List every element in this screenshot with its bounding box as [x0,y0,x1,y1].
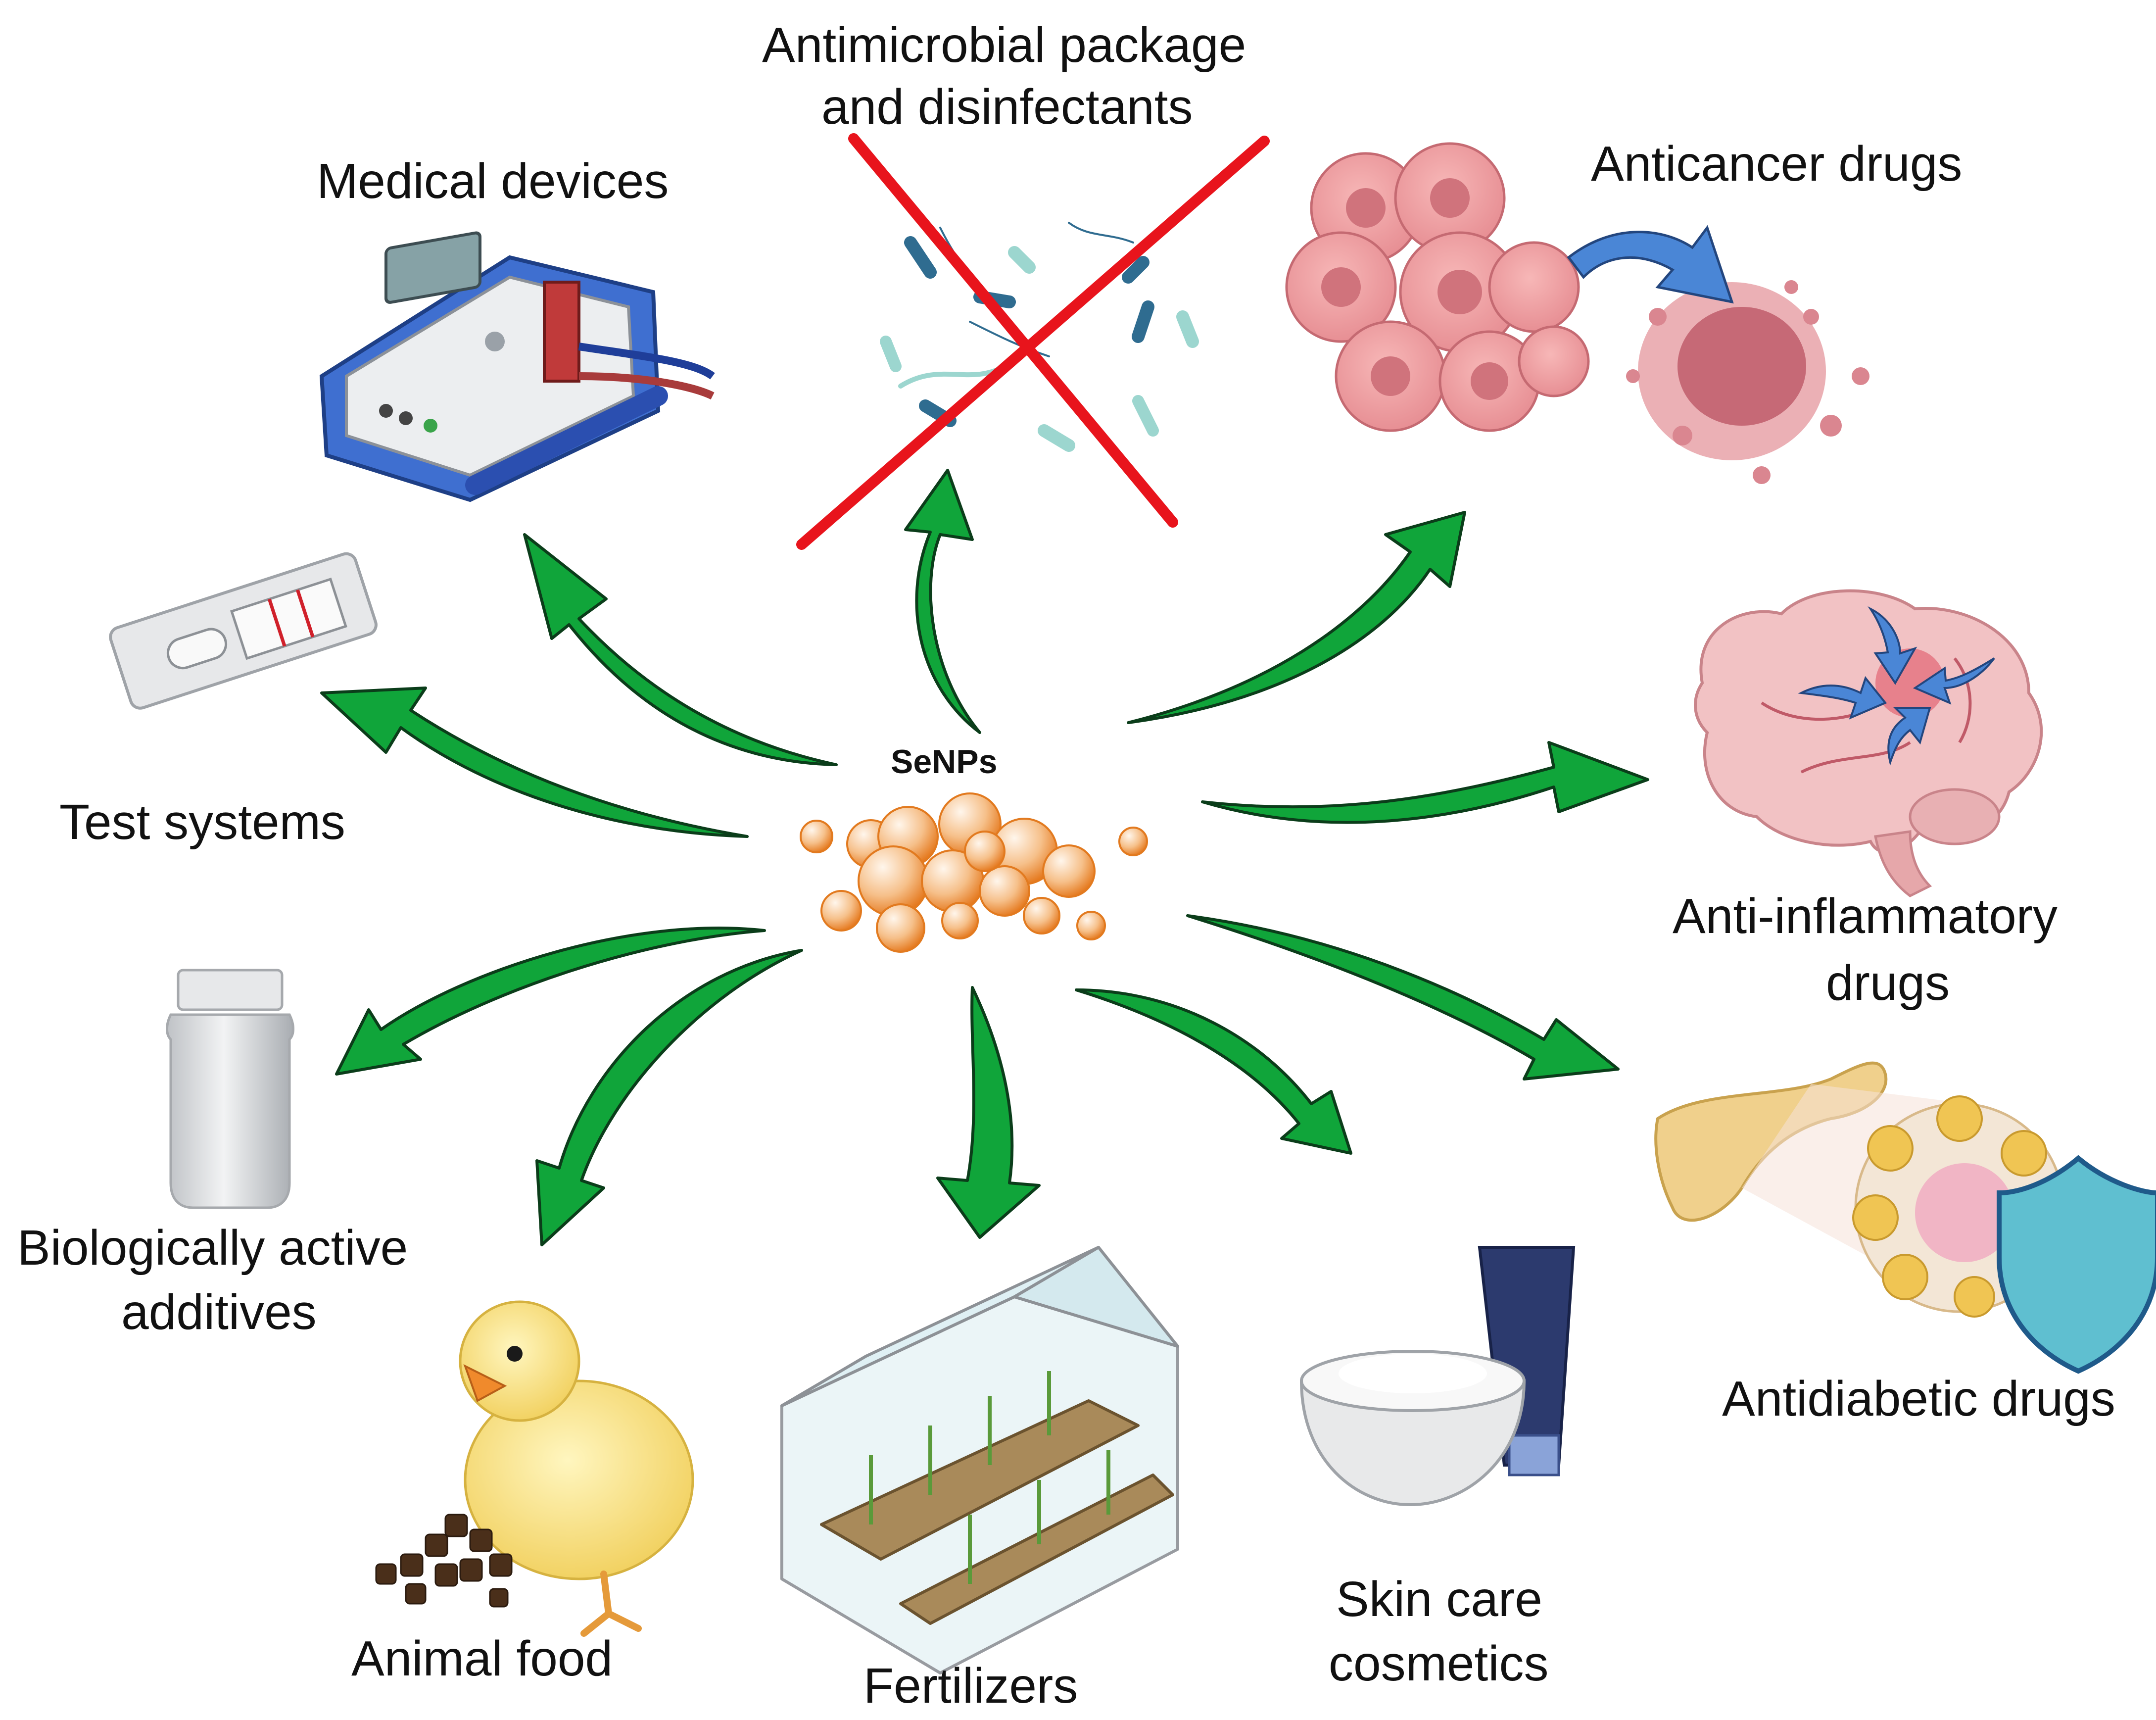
test-strip-icon [109,552,378,710]
label-anti-inflammatory-line2: drugs [1826,955,1950,1011]
arrow-to-fertilizers [936,986,1041,1239]
label-skin-care-line1: Skin care [1336,1572,1542,1627]
label-antimicrobial-line1: Antimicrobial package [762,17,1246,73]
arrow-to-antimicrobial [904,469,981,734]
label-antidiabetic: Antidiabetic drugs [1722,1371,2115,1426]
label-fertilizers: Fertilizers [863,1658,1078,1714]
arrow-to-medical-devices [523,533,838,766]
label-antimicrobial-line2: and disinfectants [821,79,1193,135]
shield-icon [1997,1155,2156,1374]
label-anticancer: Anticancer drugs [1591,136,1963,192]
medical-device-icon [319,231,715,502]
arrow-to-skin-care [1075,988,1352,1155]
label-anti-inflammatory-line1: Anti-inflammatory [1673,888,2058,944]
arrow-to-anti-inflammatory [1201,741,1649,824]
cross-icon [796,133,1270,550]
brain-target-arrows-icon [1798,606,1995,766]
brain-icon [1694,589,2043,897]
blue-arrow-icon [1567,225,1734,304]
arrow-to-anticancer [1127,511,1466,724]
chick-icon [459,1300,694,1637]
label-test-systems: Test systems [59,794,345,850]
feed-pellets-icon [375,1514,513,1608]
arrow-to-animal-food [535,949,803,1246]
label-animal-food: Animal food [351,1631,613,1686]
arrow-to-antidiabetic [1186,914,1620,1081]
label-skin-care-line2: cosmetics [1329,1636,1549,1691]
arrow-to-biological-additives [335,927,766,1076]
cancer-cells-icon [1285,142,1590,432]
nanoparticle-cluster-icon [800,792,1148,953]
label-biologically-active-line2: additives [121,1284,317,1340]
dispersed-cells-icon [1626,280,1869,484]
supplement-bottle-icon [166,969,294,1209]
greenhouse-icon [780,1246,1179,1674]
center-label-senps: SeNPs [891,743,998,781]
cosmetics-icon [1299,1246,1576,1507]
arrows [320,469,1649,1246]
label-biologically-active-line1: Biologically active [17,1220,408,1276]
arrow-to-test-systems [320,687,749,838]
label-medical-devices: Medical devices [317,153,669,209]
